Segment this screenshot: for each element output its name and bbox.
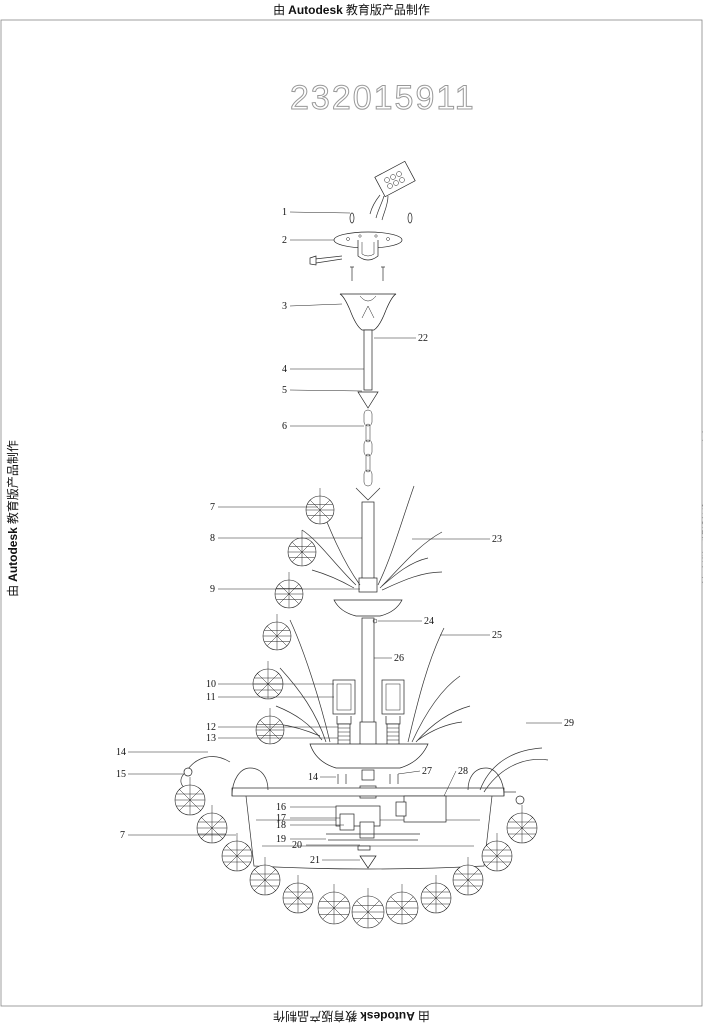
- upper-bowl: [333, 599, 403, 617]
- callout-label: 14: [116, 747, 126, 758]
- callout-label: 13: [206, 733, 216, 744]
- crystal-drop: [255, 708, 285, 745]
- drawing-border: [0, 19, 703, 1007]
- callout-label: 17: [276, 813, 286, 824]
- crystal-drop: [282, 875, 314, 914]
- leader-line: [289, 211, 351, 214]
- callout-label: 20: [292, 840, 302, 851]
- upper-stem: [361, 501, 375, 583]
- crystal-drop: [317, 884, 351, 925]
- leader-lines: [128, 211, 562, 861]
- callout-label: 24: [424, 616, 434, 627]
- callout-label: 19: [276, 834, 286, 845]
- leader-line: [397, 770, 421, 775]
- crystal-drop: [262, 614, 292, 651]
- chain: [363, 409, 373, 487]
- crystal-drop: [249, 857, 281, 896]
- callout-label: 1: [282, 207, 287, 218]
- callout-label: 16: [276, 802, 286, 813]
- callout-label: 27: [422, 766, 432, 777]
- callout-label: 9: [210, 584, 215, 595]
- callout-label: 10: [206, 679, 216, 690]
- crystal-drop: [481, 833, 513, 872]
- callout-label: 12: [206, 722, 216, 733]
- canopy: [339, 293, 397, 331]
- crystal-drop: [274, 572, 304, 609]
- upper-leaves: [301, 485, 443, 591]
- callout-label: 28: [458, 766, 468, 777]
- callout-label: 26: [394, 653, 404, 664]
- mid-column: [361, 617, 375, 729]
- callout-label: 4: [282, 364, 287, 375]
- leader-line: [289, 389, 363, 392]
- crystal-drop: [196, 805, 228, 844]
- mid-bowl: [309, 743, 429, 769]
- terminal-block: [369, 160, 416, 221]
- leader-line: [289, 303, 343, 307]
- callout-label: 25: [492, 630, 502, 641]
- crystals: [174, 488, 538, 929]
- lower-frame-bar: [231, 787, 505, 797]
- model-number: 232015911: [290, 79, 476, 117]
- mid-leaves: [275, 619, 471, 743]
- callout-label: 11: [206, 692, 216, 703]
- callout-label: 18: [276, 820, 286, 831]
- crystal-drop: [420, 875, 452, 914]
- callout-label: 2: [282, 235, 287, 246]
- callout-label: 15: [116, 769, 126, 780]
- crystal-drop: [305, 488, 335, 525]
- crystal-drop: [221, 833, 253, 872]
- lower-arms: [180, 747, 549, 797]
- callout-label: 21: [310, 855, 320, 866]
- callout-label: 5: [282, 385, 287, 396]
- callout-label: 23: [492, 534, 502, 545]
- leader-line: [443, 770, 457, 797]
- crystal-drop: [452, 857, 484, 896]
- crystal-drop: [351, 888, 385, 929]
- watermark-top: 由 Autodesk 教育版产品制作: [273, 3, 430, 17]
- chandelier-drawing: [174, 160, 549, 929]
- callout-label: 29: [564, 718, 574, 729]
- lamp-holders: [332, 679, 405, 749]
- callout-label: 7: [120, 830, 125, 841]
- crystal-drop: [252, 661, 284, 700]
- callout-label: 8: [210, 533, 215, 544]
- callout-label: 22: [418, 333, 428, 344]
- crystal-drop: [385, 884, 419, 925]
- hanging-rod: [363, 329, 373, 391]
- crystal-drop: [287, 530, 317, 567]
- crystal-drop: [174, 777, 206, 816]
- callout-label: 14: [308, 772, 318, 783]
- callout-label: 6: [282, 421, 287, 432]
- callout-label: 3: [282, 301, 287, 312]
- callout-label: 7: [210, 502, 215, 513]
- crystal-drop: [506, 805, 538, 844]
